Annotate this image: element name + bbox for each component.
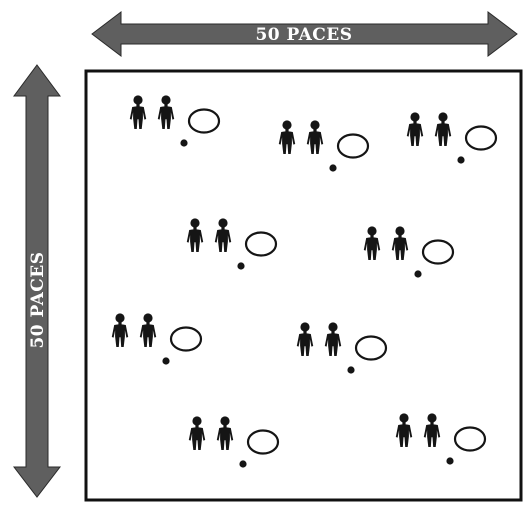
vertical-dimension-arrow: 50 PACES [14,65,60,497]
horizontal-dimension-arrow: 50 PACES [92,12,517,56]
ball-icon [180,139,187,146]
ball-icon [162,357,169,364]
ball-icon [239,460,246,467]
ball-icon [237,262,244,269]
ball-icon [446,457,453,464]
ball-icon [347,366,354,373]
ball-icon [414,270,421,277]
ball-icon [457,156,464,163]
vertical-arrow-label: 50 PACES [28,251,48,348]
ball-icon [329,164,336,171]
horizontal-arrow-label: 50 PACES [255,25,352,45]
